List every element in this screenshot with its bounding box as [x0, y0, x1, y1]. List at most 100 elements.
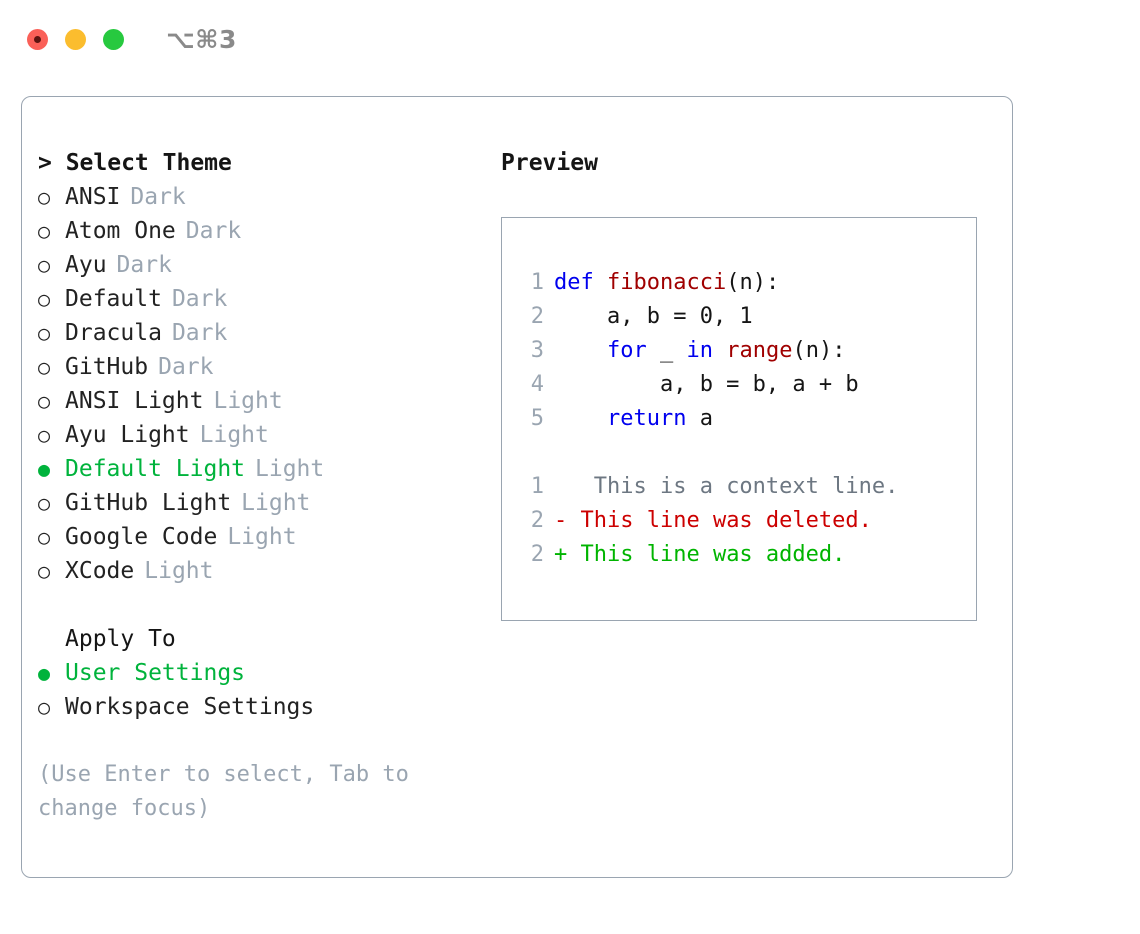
radio-selected-icon[interactable]: ● — [38, 661, 51, 685]
title-bar: ⌥⌘3 — [0, 0, 1140, 78]
theme-name-label: XCode — [65, 558, 135, 584]
code-line: 4 a, b = b, a + b — [516, 368, 898, 402]
apply-to-option[interactable]: ● User Settings — [38, 656, 508, 690]
code-token: a — [686, 406, 713, 431]
minimize-window-icon[interactable] — [65, 28, 86, 50]
code-token: def — [554, 270, 594, 295]
diff-text: This line was deleted. — [567, 508, 872, 533]
code-token: for — [606, 338, 647, 363]
code-line: 3 for _ in range(n): — [516, 334, 898, 368]
radio-unselected-icon[interactable]: ○ — [38, 287, 51, 311]
radio-unselected-icon[interactable]: ○ — [38, 355, 51, 379]
theme-name-label: GitHub — [65, 354, 149, 380]
code-token — [554, 338, 607, 363]
theme-list-item[interactable]: ○ ANSI Light Light — [38, 384, 508, 418]
theme-list-item[interactable]: ○ Default Dark — [38, 282, 508, 316]
radio-unselected-icon[interactable]: ○ — [38, 525, 51, 549]
code-line-number: 1 — [530, 270, 544, 295]
code-token: a, b = 0, 1 — [554, 304, 753, 329]
code-line: 1 def fibonacci(n): — [516, 266, 898, 300]
code-token: fibonacci — [607, 270, 727, 295]
diff-line: 2+ This line was added. — [516, 538, 898, 572]
radio-unselected-icon[interactable]: ○ — [38, 185, 51, 209]
code-token: range — [726, 338, 793, 363]
apply-to-heading: Apply To — [65, 626, 176, 652]
close-window-icon[interactable] — [27, 28, 48, 50]
theme-list-item[interactable]: ○ GitHub Light Light — [38, 486, 508, 520]
code-token: a, b = b, a + b — [554, 372, 859, 397]
theme-list-item[interactable]: ○ GitHub Dark — [38, 350, 508, 384]
theme-name-label: GitHub Light — [65, 490, 232, 516]
theme-list-item[interactable]: ○ Dracula Dark — [38, 316, 508, 350]
radio-unselected-icon[interactable]: ○ — [38, 695, 51, 719]
theme-name-label: Default — [65, 286, 162, 312]
theme-name-label: ANSI — [65, 184, 121, 210]
theme-list-item[interactable]: ○ Google Code Light — [38, 520, 508, 554]
diff-line-number: 1 — [530, 474, 544, 499]
apply-to-option[interactable]: ○ Workspace Settings — [38, 690, 508, 724]
preview-heading: Preview — [501, 150, 598, 176]
theme-name-label: Ayu Light — [65, 422, 190, 448]
theme-name-label: Atom One — [65, 218, 176, 244]
theme-variant-tag: Light — [144, 558, 214, 584]
code-token — [713, 338, 726, 363]
traffic-light-controls — [27, 28, 124, 50]
keyboard-shortcut-label: ⌥⌘3 — [166, 24, 237, 54]
radio-selected-icon[interactable]: ● — [38, 457, 51, 481]
diff-text: This line was added. — [567, 542, 846, 567]
diff-marker: - — [554, 508, 568, 533]
theme-variant-tag: Dark — [171, 320, 228, 346]
theme-name-label: Dracula — [65, 320, 162, 346]
code-token: (n): — [726, 270, 780, 295]
radio-unselected-icon[interactable]: ○ — [38, 389, 51, 413]
code-line: 5 return a — [516, 402, 898, 436]
code-line-number: 4 — [530, 372, 544, 397]
code-token: return — [606, 406, 687, 431]
maximize-window-icon[interactable] — [103, 28, 124, 50]
radio-unselected-icon[interactable]: ○ — [38, 219, 51, 243]
theme-variant-tag: Dark — [158, 354, 214, 380]
apply-to-label: User Settings — [65, 660, 246, 686]
code-token: (n): — [792, 338, 846, 363]
theme-variant-tag: Light — [227, 524, 297, 550]
code-line-number: 3 — [530, 338, 544, 363]
list-spacer — [38, 588, 508, 622]
theme-list-item[interactable]: ○ ANSI Dark — [38, 180, 508, 214]
apply-to-list[interactable]: ● User Settings ○ Workspace Settings — [38, 656, 508, 724]
theme-variant-tag: Dark — [130, 184, 186, 210]
radio-unselected-icon[interactable]: ○ — [38, 491, 51, 515]
theme-name-label: ANSI Light — [65, 388, 204, 414]
code-token — [594, 270, 607, 295]
theme-variant-tag: Light — [213, 388, 283, 414]
code-token: in — [686, 338, 713, 363]
code-gap — [516, 436, 898, 470]
select-theme-heading: > Select Theme — [38, 150, 232, 176]
theme-variant-tag: Dark — [171, 286, 228, 312]
code-token — [554, 406, 607, 431]
code-line-number: 5 — [530, 406, 544, 431]
theme-variant-tag: Light — [241, 490, 311, 516]
code-line-number: 2 — [530, 304, 544, 329]
code-line: 2 a, b = 0, 1 — [516, 300, 898, 334]
radio-unselected-icon[interactable]: ○ — [38, 423, 51, 447]
diff-line: 2- This line was deleted. — [516, 504, 898, 538]
radio-unselected-icon[interactable]: ○ — [38, 321, 51, 345]
diff-line: 1 This is a context line. — [516, 470, 899, 504]
theme-variant-tag: Dark — [116, 252, 172, 278]
theme-name-label: Google Code — [65, 524, 218, 550]
theme-list-item[interactable]: ○ XCode Light — [38, 554, 508, 588]
apply-to-label: Workspace Settings — [65, 694, 315, 720]
radio-unselected-icon[interactable]: ○ — [38, 559, 51, 583]
radio-unselected-icon[interactable]: ○ — [38, 253, 51, 277]
theme-list-item[interactable]: ○ Ayu Dark — [38, 248, 508, 282]
theme-name-label: Ayu — [65, 252, 107, 278]
diff-marker: + — [554, 542, 568, 567]
